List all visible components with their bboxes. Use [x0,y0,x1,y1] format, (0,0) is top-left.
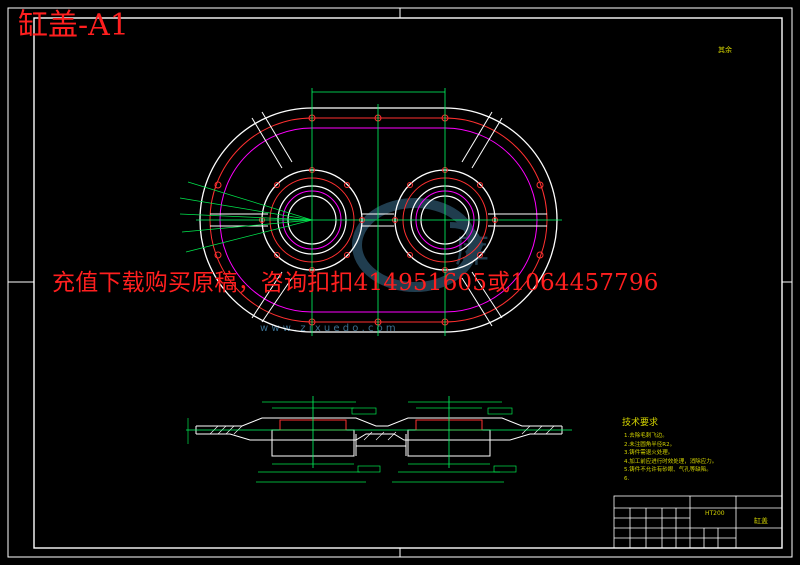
drawing-title: 缸盖-A1 [18,8,129,43]
tech-note: 3.铸件需退火处理。 [624,450,674,457]
title-block-material: HT200 [705,510,725,517]
tech-note: 5.铸件不允许有砂眼、气孔等缺陷。 [624,467,712,474]
title-block [613,495,783,549]
watermark-logo: 库 [352,198,489,292]
watermark-url: w w w . z i x u e d o . c o m [260,323,396,334]
section-view [186,396,572,483]
tech-note: 1.去除毛刺飞边。 [624,433,668,439]
tech-note: 2.未注圆角半径R2。 [624,441,676,448]
roughness-note: 其余 [718,46,732,54]
drawing-frame [7,7,793,558]
title-block-part-name: 缸盖 [754,516,768,525]
tech-notes-list: 1.去除毛刺飞边。 2.未注圆角半径R2。 3.铸件需退火处理。 4.加工前应进… [624,432,717,484]
tech-notes-title: 技术要求 [622,418,659,428]
purchase-notice: 充值下载购买原稿，咨询扣扣414951605或1064457796 [52,270,659,296]
top-view [179,88,562,336]
tech-note: 6. [624,475,630,482]
tech-note: 4.加工前应进行时效处理，消除应力。 [624,458,718,465]
